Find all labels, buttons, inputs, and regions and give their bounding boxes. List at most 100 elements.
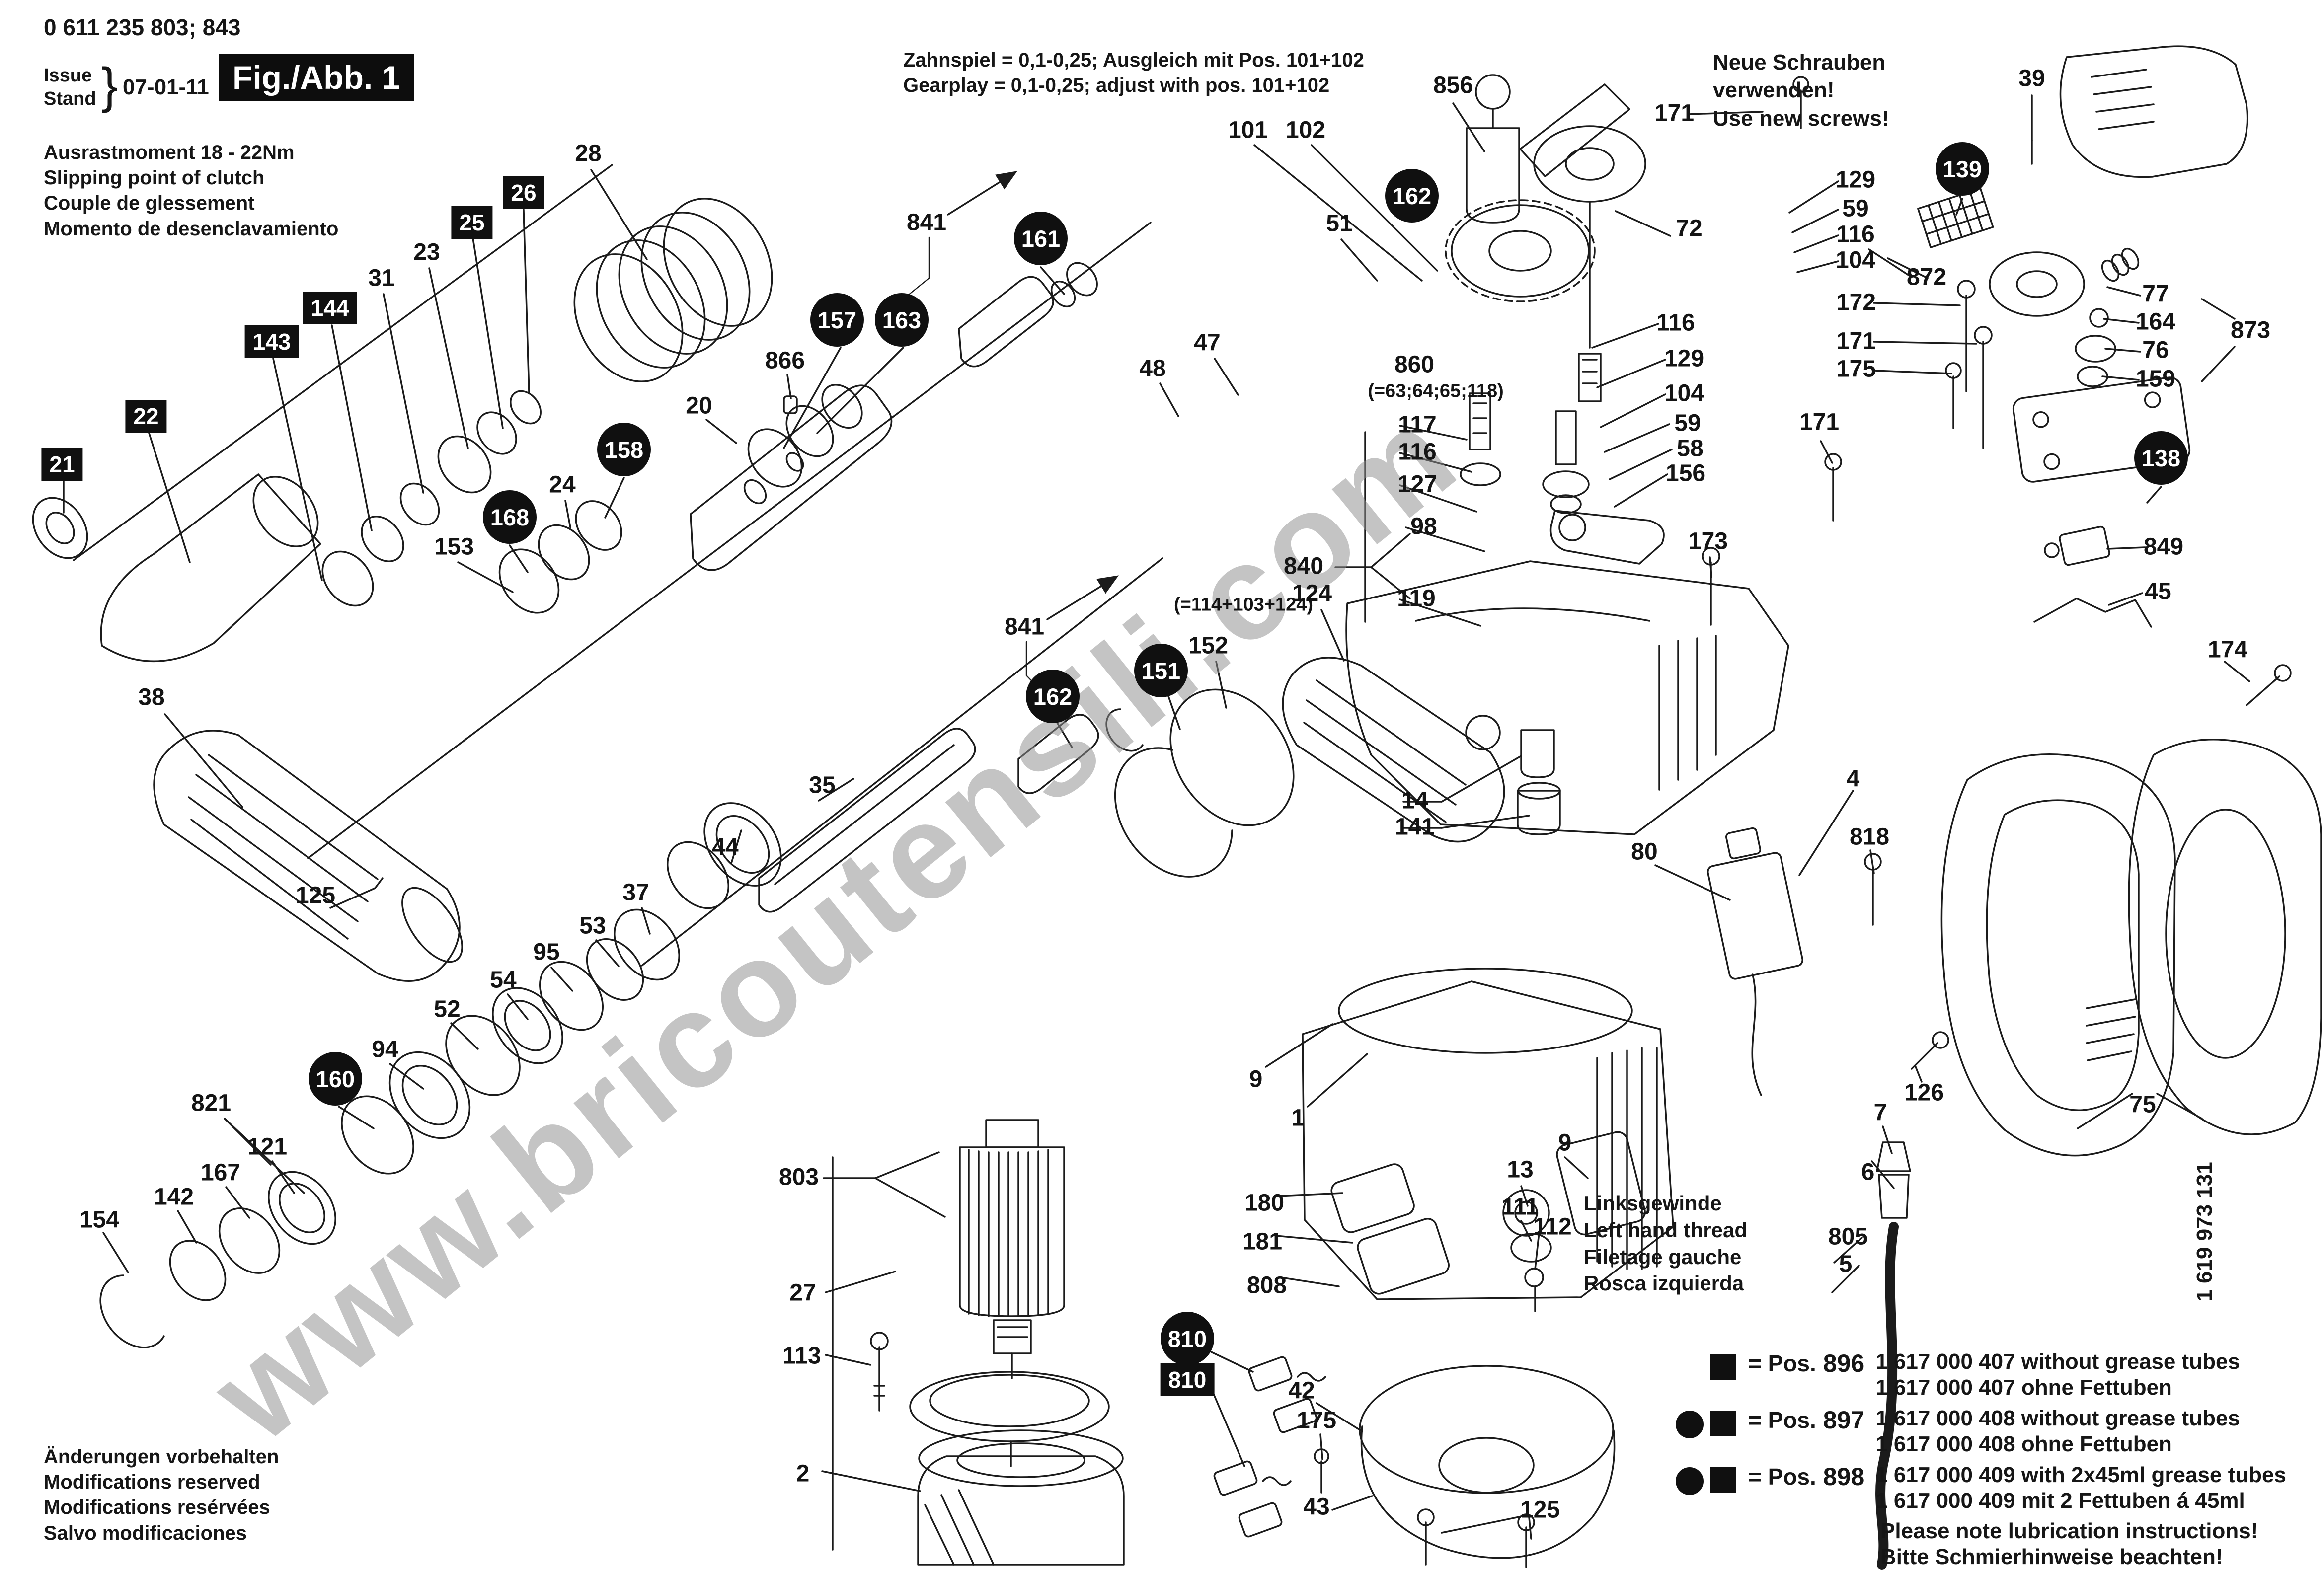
legend-footer: Please note lubrication instructions!Bit… [1880, 1518, 2286, 1570]
part-label-805: 805 [1828, 1223, 1868, 1250]
part-label-102: 102 [1285, 117, 1326, 144]
part-label-144: 144 [303, 292, 357, 324]
part-label-1: 1 [1291, 1105, 1305, 1131]
part-label-168: 168 [483, 490, 537, 544]
part-label-127: 127 [1397, 471, 1438, 498]
part-label-803: 803 [778, 1164, 819, 1191]
part-label-810: 810 [1160, 1363, 1215, 1396]
part-label-117: 117 [1398, 411, 1437, 438]
part-label-171: 171 [1654, 100, 1695, 127]
part-label-31: 31 [368, 265, 395, 292]
part-label-180: 180 [1244, 1190, 1285, 1216]
brace-glyph: } [101, 58, 118, 113]
part-label-104: 104 [1664, 380, 1704, 407]
note-line: Modifications resérvées [44, 1496, 270, 1519]
part-label-2: 2 [796, 1460, 810, 1487]
note-line: Salvo modificaciones [44, 1522, 247, 1544]
leader-lines [63, 94, 2250, 1540]
circle-symbol [1676, 1410, 1704, 1438]
part-label-160: 160 [309, 1052, 362, 1106]
note-line: verwenden! [1713, 78, 1835, 103]
legend-symbols [1662, 1462, 1736, 1495]
part-label-6: 6 [1861, 1159, 1875, 1186]
part-label-94: 94 [372, 1036, 398, 1063]
part-label-80: 80 [1631, 838, 1658, 865]
issue-stand: Issue Stand } 07-01-11 [44, 56, 209, 119]
part-label-818: 818 [1849, 823, 1890, 850]
legend-pos-label: = Pos. [1748, 1407, 1816, 1433]
note-line: Ausrastmoment 18 - 22Nm [44, 142, 295, 163]
part-label-161: 161 [1014, 212, 1068, 265]
group-frames [73, 164, 1366, 1551]
legend-line: 1 617 000 408 without grease tubes [1875, 1406, 2240, 1430]
part-label-52: 52 [434, 996, 461, 1023]
part-label-175: 175 [1836, 356, 1876, 382]
part-label-119: 119 [1397, 585, 1436, 612]
part-label-21: 21 [41, 448, 83, 481]
group-housing-halves [1702, 45, 2322, 1157]
legend-line: 1 617 000 409 with 2x45ml grease tubes [1875, 1462, 2286, 1487]
part-label-158: 158 [597, 423, 651, 476]
part-label-159: 159 [2135, 366, 2176, 392]
part-label-112: 112 [1533, 1213, 1572, 1240]
note-line: Couple de glessement [44, 192, 255, 215]
part-label-810: 810 [1161, 1312, 1214, 1365]
part-label-44: 44 [712, 834, 739, 861]
part-label-636465118: (=63;64;65;118) [1368, 380, 1504, 402]
issue-date: 07-01-11 [122, 75, 209, 99]
legend-symbols [1662, 1406, 1736, 1438]
part-label-45: 45 [2145, 578, 2171, 605]
part-label-25: 25 [451, 206, 493, 239]
circle-symbol [1676, 1467, 1704, 1495]
part-label-152: 152 [1188, 632, 1229, 659]
part-label-48: 48 [1139, 355, 1166, 382]
note-line: Modifications reserved [44, 1471, 260, 1494]
part-label-54: 54 [490, 967, 517, 993]
note-line: Linksgewinde [1584, 1192, 1722, 1215]
part-label-873: 873 [2230, 317, 2271, 344]
part-label-157: 157 [810, 293, 864, 347]
square-symbol [1710, 1410, 1736, 1436]
part-label-173: 173 [1688, 528, 1728, 555]
part-label-72: 72 [1676, 215, 1703, 242]
part-label-26: 26 [503, 176, 544, 209]
part-label-111: 111 [1501, 1194, 1539, 1220]
part-label-104: 104 [1835, 247, 1876, 274]
part-label-9: 9 [1249, 1066, 1263, 1093]
document-number: 1 619 973 131 [2192, 1162, 2217, 1302]
part-label-129: 129 [1664, 345, 1704, 372]
group-hammer-tube [498, 262, 1098, 614]
legend-line: 1 617 000 407 without grease tubes [1875, 1349, 2240, 1374]
part-label-58: 58 [1677, 435, 1704, 462]
part-label-59: 59 [1674, 410, 1701, 437]
legend-line: 1 617 000 407 ohne Fettuben [1875, 1375, 2172, 1400]
legend-line: 1 617 000 409 mit 2 Fettuben á 45ml [1875, 1488, 2245, 1513]
part-label-162: 162 [1026, 670, 1080, 723]
part-label-181: 181 [1242, 1228, 1283, 1255]
part-label-153: 153 [434, 533, 474, 560]
group-motor-housing [1213, 968, 1674, 1568]
part-label-39: 39 [2018, 65, 2045, 92]
group-gear-cluster [1345, 74, 1789, 835]
part-label-75: 75 [2129, 1091, 2156, 1118]
part-label-27: 27 [789, 1279, 816, 1306]
part-label-9: 9 [1558, 1129, 1572, 1156]
part-label-142: 142 [154, 1184, 194, 1210]
part-label-125: 125 [1520, 1496, 1560, 1523]
part-label-171: 171 [1799, 409, 1840, 436]
note-line: Zahnspiel = 0,1-0,25; Ausgleich mit Pos.… [903, 49, 1364, 71]
part-label-28: 28 [575, 140, 602, 167]
part-label-20: 20 [686, 392, 712, 419]
part-label-35: 35 [809, 772, 836, 799]
part-label-125: 125 [295, 882, 336, 909]
note-line: Gearplay = 0,1-0,25; adjust with pos. 10… [903, 75, 1330, 97]
group-nose-assembly [32, 198, 773, 982]
